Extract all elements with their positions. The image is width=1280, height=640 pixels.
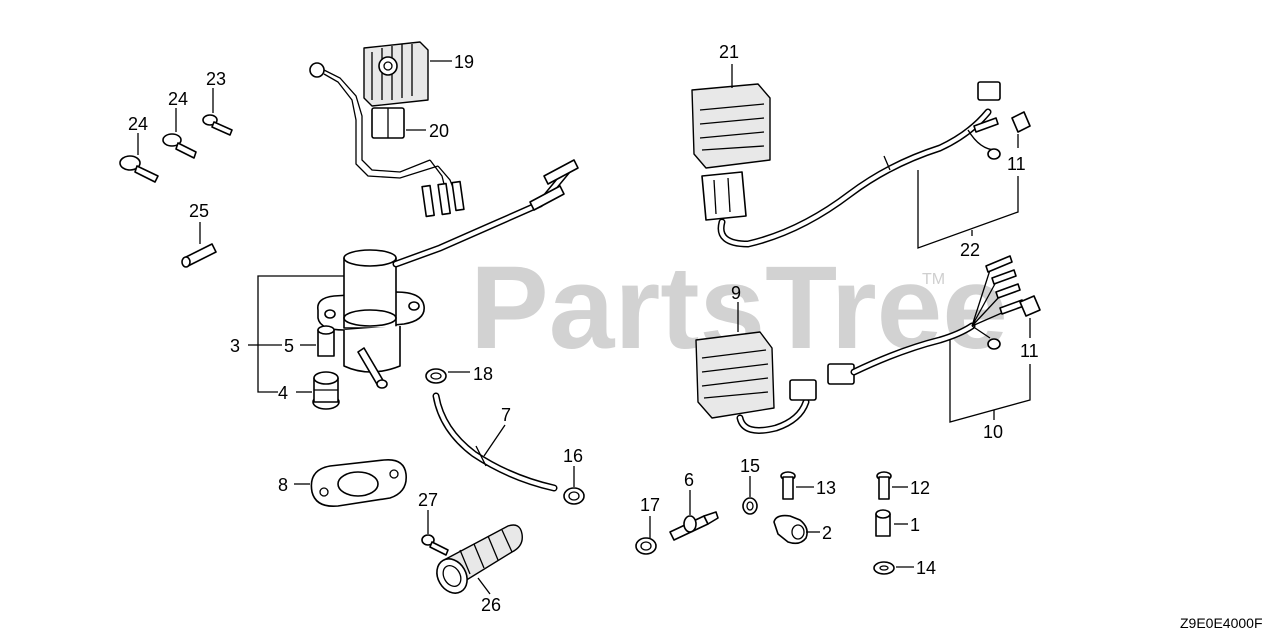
- callout-24-upper: 24: [168, 89, 188, 109]
- part-1-spacer[interactable]: [875, 509, 891, 537]
- part-24-bolt-lower[interactable]: [119, 155, 159, 183]
- part-4-grommet[interactable]: [312, 371, 340, 410]
- part-11-cap-lower[interactable]: [1019, 295, 1041, 317]
- callout-20: 20: [429, 121, 449, 141]
- callout-4: 4: [278, 383, 288, 403]
- callout-8: 8: [278, 475, 288, 495]
- callout-18: 18: [473, 364, 493, 384]
- callout-5: 5: [284, 336, 294, 356]
- callout-7: 7: [501, 405, 511, 425]
- part-3-fuel-cut-solenoid[interactable]: [317, 159, 579, 389]
- callout-1: 1: [910, 515, 920, 535]
- diagram-code: Z9E0E4000F: [1180, 615, 1263, 631]
- part-7-tube[interactable]: [432, 392, 558, 492]
- part-6-joint[interactable]: [669, 511, 719, 541]
- part-17-clamp[interactable]: [635, 537, 657, 555]
- callout-23: 23: [206, 69, 226, 89]
- callout-13: 13: [816, 478, 836, 498]
- part-12-bolt[interactable]: [876, 471, 892, 500]
- part-14-washer[interactable]: [873, 561, 895, 575]
- part-23-bolt[interactable]: [202, 114, 233, 136]
- callout-11-lower: 11: [1020, 341, 1039, 361]
- part-18-clip[interactable]: [425, 368, 447, 384]
- callout-16: 16: [563, 446, 583, 466]
- callout-10: 10: [983, 422, 1003, 442]
- part-5-collar[interactable]: [317, 325, 335, 357]
- watermark-trademark: TM: [922, 271, 945, 288]
- callout-6: 6: [684, 470, 694, 490]
- callout-25: 25: [189, 201, 209, 221]
- part-11-cap-upper[interactable]: [1011, 111, 1031, 133]
- part-26-grip[interactable]: [431, 524, 523, 599]
- callout-27: 27: [418, 490, 438, 510]
- callout-12: 12: [910, 478, 930, 498]
- callout-11-upper: 11: [1007, 154, 1026, 174]
- part-8-gasket[interactable]: [310, 458, 407, 508]
- part-19-rectifier-heatsink[interactable]: [363, 41, 429, 107]
- callout-2: 2: [822, 523, 832, 543]
- part-13-bolt[interactable]: [780, 471, 796, 500]
- part-25-dowel-pin[interactable]: [181, 243, 217, 268]
- callout-3: 3: [230, 336, 240, 356]
- callout-9: 9: [731, 283, 741, 303]
- callout-17: 17: [640, 495, 660, 515]
- callout-26: 26: [481, 595, 501, 615]
- callout-15: 15: [740, 456, 760, 476]
- part-20-wire-harness[interactable]: [309, 62, 465, 218]
- callout-14: 14: [916, 558, 936, 578]
- callout-21: 21: [719, 42, 739, 62]
- callout-19: 19: [454, 52, 474, 72]
- part-21-regulator-rectifier[interactable]: [691, 81, 1001, 248]
- part-24-bolt-upper[interactable]: [162, 133, 197, 159]
- part-15-washer[interactable]: [742, 497, 758, 515]
- callout-22: 22: [960, 240, 980, 260]
- callout-24-lower: 24: [128, 114, 148, 134]
- part-27-screw[interactable]: [421, 534, 449, 556]
- part-9-regulator[interactable]: [695, 255, 1025, 434]
- part-16-hose-clamp[interactable]: [563, 487, 585, 505]
- part-2-cap-nut[interactable]: [773, 514, 808, 545]
